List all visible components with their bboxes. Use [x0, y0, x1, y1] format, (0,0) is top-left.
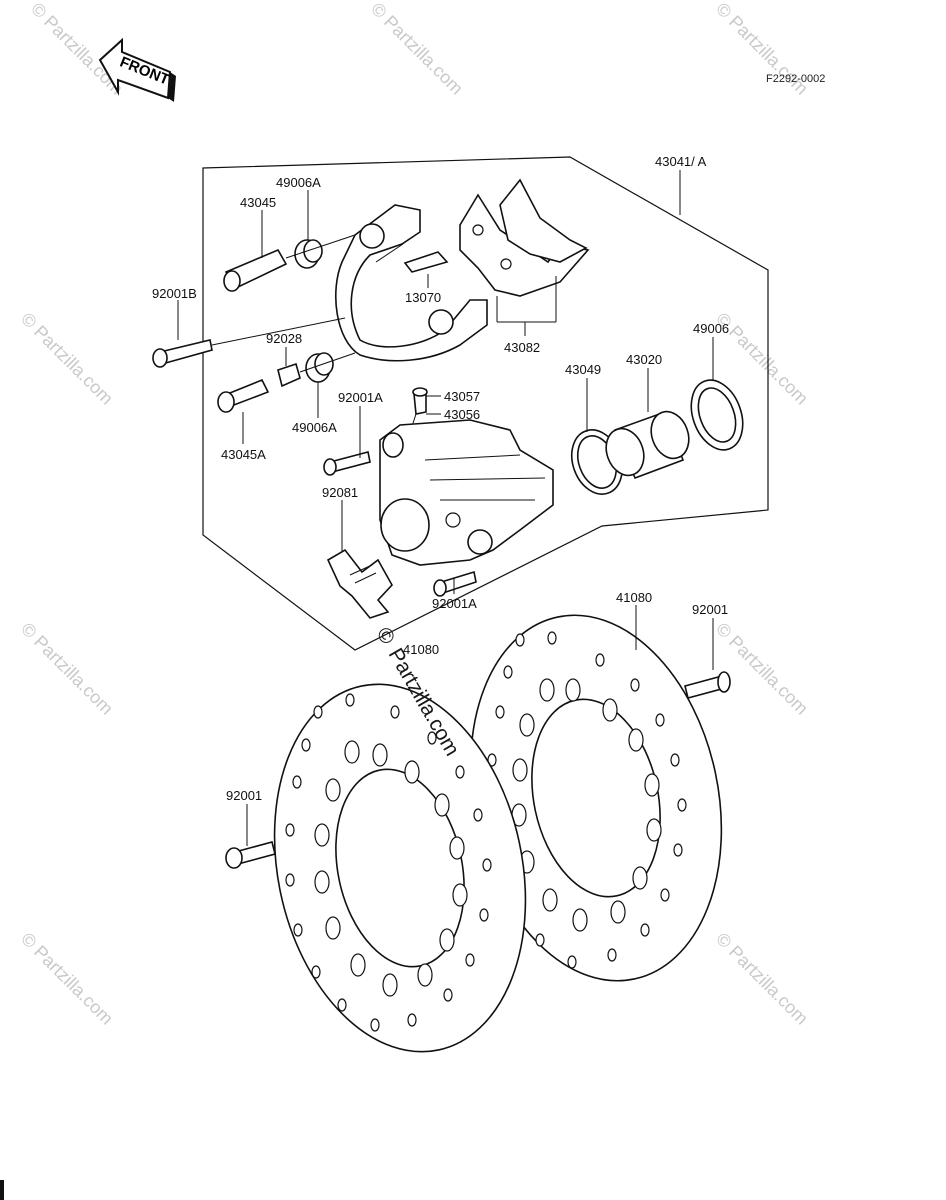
watermark-text: © Partzilla.com [17, 619, 117, 719]
callout-seal-ring: 43049 [565, 362, 601, 377]
disc-holes [285, 693, 492, 1032]
assembly-outline [202, 156, 769, 651]
slide-pin-lower [217, 378, 270, 413]
watermark-text: © Partzilla.com [712, 929, 812, 1029]
callout-pin-lower: 43045A [221, 447, 266, 462]
disc-holes [485, 631, 687, 969]
front-arrow-icon: FRONT [98, 37, 176, 102]
bolt-92001b [152, 339, 213, 368]
callout-bolt-lower: 92001A [432, 596, 477, 611]
figure-ref: F2292-0002 [766, 73, 825, 85]
callout-bolt-left: 92001 [226, 788, 262, 803]
pin-nut [277, 362, 301, 388]
callout-bolt-mid: 92001A [338, 390, 383, 405]
watermark-text: © Partzilla.com [17, 309, 117, 409]
spring-clip [403, 251, 449, 273]
callout-assembly: 43041/ A [655, 154, 707, 169]
callout-disc-rear: 41080 [616, 590, 652, 605]
anti-rattle-plate [326, 548, 393, 619]
callout-piston: 43020 [626, 352, 662, 367]
bolt-92001-right [684, 671, 731, 699]
caliper-body [379, 419, 554, 566]
callout-pin-lower-nut: 92028 [266, 331, 302, 346]
bolt-92001-left [225, 841, 276, 869]
copyright-icon: © [372, 624, 400, 649]
callout-pin-upper: 43045 [240, 195, 276, 210]
callout-plate: 92081 [322, 485, 358, 500]
callout-spring-clip: 13070 [405, 290, 441, 305]
brake-pads [459, 178, 590, 297]
watermark-text: © Partzilla.com [17, 929, 117, 1029]
brake-disc-front [273, 683, 527, 1053]
callout-bolt-right: 92001 [692, 602, 728, 617]
slide-pin-upper [223, 248, 288, 292]
callout-disc-front: 41080 [403, 642, 439, 657]
dust-seal [690, 379, 744, 451]
bolt-92001a-lower [433, 570, 477, 597]
callout-pads: 43082 [504, 340, 540, 355]
callout-dust-seal: 49006 [693, 321, 729, 336]
callout-bolt-top-left: 92001B [152, 286, 197, 301]
callout-boot-lower: 49006A [292, 420, 337, 435]
watermark-text: © Partzilla.com [367, 0, 467, 99]
leader-lines [177, 170, 714, 846]
edge-marker [0, 1180, 4, 1200]
callout-boot-upper: 49006A [276, 175, 321, 190]
boot-upper [294, 239, 323, 269]
callout-cap: 43057 [444, 389, 480, 404]
callout-bleeder: 43056 [444, 407, 480, 422]
boot-lower [305, 352, 334, 383]
bleeder-valve [412, 387, 428, 415]
piston [605, 410, 690, 480]
watermark-text: © Partzilla.com [712, 619, 812, 719]
caliper-bracket [334, 204, 488, 362]
bolt-92001a-mid [323, 451, 371, 476]
